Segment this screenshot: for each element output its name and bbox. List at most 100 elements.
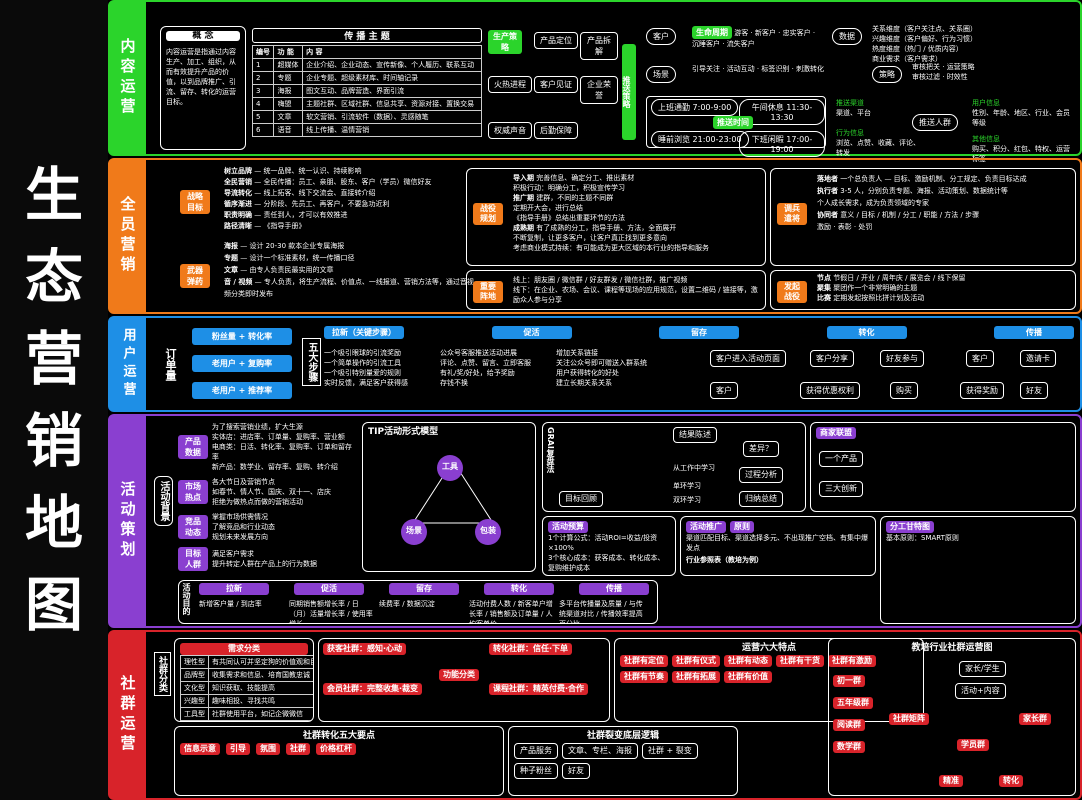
- team-list: 落地者 一个总负责人 — 目标、激励机制、分工规定、负责目标达成 执行者 3-5…: [817, 173, 1073, 233]
- func-group: 转化社群：信任·下单: [489, 643, 573, 655]
- user-info-item: 性别、年龄、地区、行业、会员等级: [972, 109, 1070, 127]
- team-item: 激励: [817, 223, 831, 231]
- edu-node: 学员群: [957, 739, 989, 751]
- gantt-panel: 分工甘特图 基本原则：SMART原则: [880, 516, 1076, 624]
- five-item: 价格杠杆: [316, 743, 356, 755]
- all-label-box: 全员营销: [110, 160, 146, 312]
- edu-node: 阅读群: [833, 719, 865, 731]
- strategy-item: 时效性: [946, 73, 968, 81]
- cell: 超媒体: [273, 58, 304, 72]
- step-desc: 有礼/奖/好处，给予奖励: [440, 369, 515, 377]
- bg-desc: 了解竞品和行业动态: [212, 523, 275, 531]
- tip-node: 包装: [475, 519, 501, 545]
- user-label-box: 用户运营: [110, 318, 146, 410]
- behavior-item: 浏览、点赞、收藏、评论、转发: [836, 139, 920, 157]
- weapon-desc: 设计 20-30 款本企业专属海报: [249, 242, 345, 250]
- flow-node: 客户: [966, 350, 994, 367]
- cell: 兴趣型: [180, 694, 209, 708]
- six-item: 社群有仪式: [672, 655, 720, 667]
- purpose-chip: 转化: [484, 583, 554, 595]
- data-node: 数据: [832, 28, 862, 45]
- launch-chip: 发起战役: [777, 281, 807, 303]
- logic-node: 产品服务: [514, 743, 558, 759]
- launch-item: 比赛: [817, 294, 831, 302]
- needs-table: 理性型有共同认可并坚定狗的价值观和目标 品牌型收集需求和信息、培育国教忠诚 文化…: [180, 655, 313, 721]
- concept-title: 概 念: [166, 31, 240, 41]
- planning-panel: 战役规划 导入期 完善信息、确定分工、推出素材 积极行动：明确分工，积极宣传学习…: [466, 168, 766, 266]
- goal-desc: 统一品牌、统一认识、持续影响: [263, 167, 362, 175]
- bg-desc: 电商类：日活、转化率、复购率、订单和留存率: [211, 443, 352, 461]
- purpose-desc: 新增客户量 / 到店率: [199, 600, 262, 608]
- launch-desc: 聚团作一个非常明确的主题: [833, 284, 918, 292]
- scene-item: 标签识别: [761, 65, 790, 73]
- function-title: 功能分类: [439, 669, 479, 681]
- analysis-item: 热度维度（热门 / 优质内容）: [872, 45, 963, 53]
- bg-row: 市场热点各大节日及营销节点如春节、情人节、国庆、双十一、店庆拒绝为做热点而做的营…: [178, 477, 358, 507]
- grai-node: 结果陈述: [673, 427, 717, 443]
- bg-row: 目标人群满足客户需求提升转定人群在产品上的行为数据: [178, 547, 358, 571]
- merchant-panel: 商家联盟 一个产品 三大创新: [810, 422, 1076, 512]
- five-list: 信息示意 引导 氛围 社群 价格杠杆: [180, 743, 498, 755]
- bg-chip: 产品数据: [178, 435, 208, 459]
- team-desc: 3-5 人，分别负责专题、海报、活动策划、数据统计等: [840, 187, 1008, 195]
- cell: 3: [251, 84, 275, 98]
- logic-list: 产品服务 文章、专栏、海报 社群 + 裂变 种子粉丝 好友: [514, 743, 732, 779]
- push-time: 睡前浏览 21:00-23:00: [651, 131, 749, 148]
- channel-item: 渠道、平台: [836, 109, 871, 117]
- bg-desc: 实体店：进店率、订单量、复购率、营业额: [211, 433, 345, 441]
- cell: 1: [251, 58, 275, 72]
- user-info-title: 用户信息: [972, 99, 1000, 107]
- five-item: 信息示意: [180, 743, 220, 755]
- team-desc: 个人成长需求，成为负责领域的专家: [817, 199, 929, 207]
- strategy-item: 审核把关: [912, 63, 940, 71]
- six-item: 社群有激励: [828, 655, 876, 667]
- strategy-list: 审核把关 · 运营策略 审核过滤 · 时效性: [912, 63, 975, 81]
- analysis-list: 关系维度（客户关注点、关系圈） 兴趣维度（客户偏好、行为习惯） 热度维度（热门 …: [872, 24, 1072, 64]
- promo-panel: 活动推广原则 渠道匹配目标、渠道选择多元、不出现推广空档、有集中爆发点 行业参照…: [680, 516, 876, 576]
- weapon-desc: 专人负责，将生产流程、价值点、一线报道、营销方法等，通过音视频分类即时发布: [224, 278, 474, 298]
- planning-desc: 不断复制，让更多客户，让客户真正找到更多意向: [513, 234, 667, 242]
- cell: 主题社群、区域社群、信息共享、资源对接、置换交易: [302, 97, 482, 111]
- six-item: 社群有拓展: [672, 671, 720, 683]
- cell: 工具型: [180, 707, 209, 721]
- launch-desc: 节假日 / 开业 / 周年庆 / 展览会 / 线下保留: [833, 274, 966, 282]
- goal-item: 全民营销: [224, 178, 252, 186]
- purpose-chip: 留存: [389, 583, 459, 595]
- push-time: 下班闲暇 17:00-19:00: [739, 131, 825, 157]
- tip-node: 工具: [437, 455, 463, 481]
- strategy-node: 火热进程: [488, 76, 532, 93]
- five-item: 引导: [226, 743, 250, 755]
- cell: 6: [251, 123, 275, 137]
- scene-node: 场景: [646, 66, 676, 83]
- six-item: 社群有节奏: [620, 671, 668, 683]
- bg-row: 产品数据为了搜索营销业绩，扩大生源实体店：进店率、订单量、复购率、营业额电商类：…: [178, 422, 358, 472]
- logic-node: 社群 + 裂变: [642, 743, 698, 759]
- bg-desc: 提升转定人群在产品上的行为数据: [212, 560, 317, 568]
- tip-title: TIP活动形式模型: [368, 427, 439, 437]
- six-title: 运营六大特点: [741, 643, 796, 653]
- analysis-item: 兴趣维度（客户偏好、行为习惯）: [872, 35, 977, 43]
- strategy-node: 产品定位: [534, 32, 578, 49]
- bg-chip: 市场热点: [178, 480, 208, 504]
- strategy-item: 审核过滤: [912, 73, 940, 81]
- table-row: 理性型有共同认可并坚定狗的价值观和目标: [180, 655, 313, 669]
- lifecycle-tag: 生命周期: [692, 26, 732, 39]
- push-customer: 客户: [646, 28, 676, 45]
- five-item: 氛围: [256, 743, 280, 755]
- weapon-item: 音 / 视频: [224, 278, 253, 286]
- cell: 软文营销、引流软件（数据）、灵感随笔: [302, 110, 482, 124]
- planning-stage: 成熟期: [513, 224, 534, 232]
- strategy-node: 后勤保障: [534, 122, 578, 139]
- push-label: 推送策略: [622, 44, 636, 140]
- push-target: 推送人群: [912, 114, 958, 131]
- cell: 文化型: [180, 681, 209, 695]
- launch-item: 节点: [817, 274, 831, 282]
- user-flow: 客户进入活动页面 客户分享 好友参与 客户 获得优惠权利 购买 客户 邀请卡 好…: [710, 348, 1070, 406]
- channel-title: 推送渠道: [836, 99, 864, 107]
- strategy-node: 策略: [872, 66, 902, 83]
- bg-row: 竞品动态掌握市场供需情况了解竞品和行业动态规划未来发展方向: [178, 512, 358, 542]
- promo-title: 活动推广: [686, 521, 726, 533]
- schedule-title: 行业参照表（教培为例）: [686, 556, 763, 564]
- th: 功 能: [273, 45, 304, 59]
